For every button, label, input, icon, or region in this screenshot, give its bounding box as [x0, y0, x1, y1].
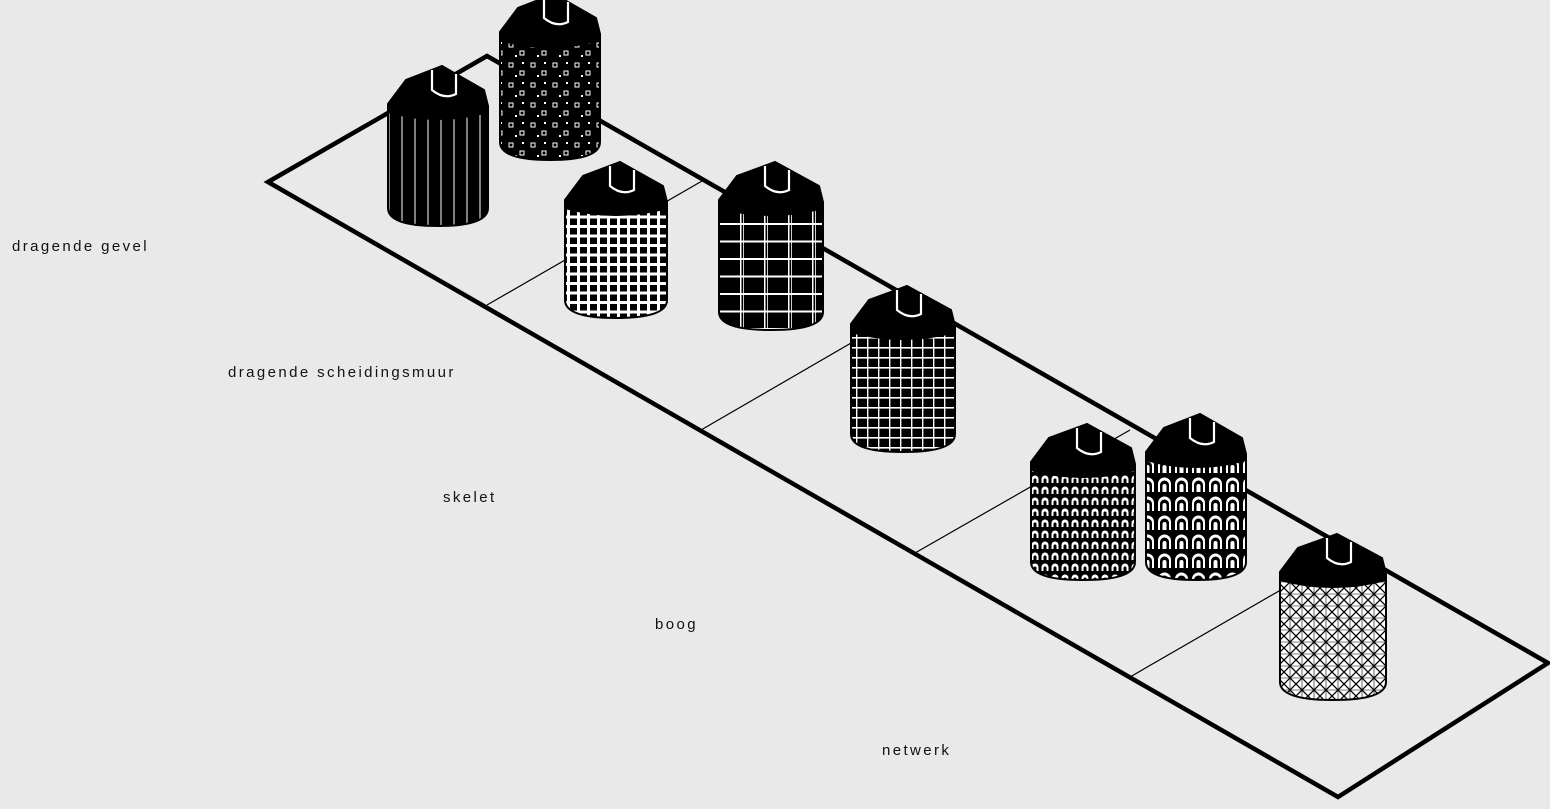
- building-roof: [499, 0, 601, 48]
- building-dragende-gevel-punched-windows: [499, 0, 601, 162]
- building-facade: [1279, 579, 1387, 702]
- label-dragende-scheidingsmuur: dragende scheidingsmuur: [228, 364, 456, 381]
- building-dragende-gevel-vertical-stripes: [387, 64, 489, 228]
- buildings: [387, 0, 1387, 702]
- building-roof-notch: [1325, 538, 1353, 566]
- label-dragende-gevel: dragende gevel: [12, 238, 150, 255]
- building-facade: [499, 39, 601, 162]
- building-roof-notch: [430, 70, 458, 98]
- building-roof: [1279, 532, 1387, 588]
- building-roof: [1030, 422, 1136, 478]
- building-facade: [1030, 469, 1136, 582]
- building-roof: [850, 284, 956, 340]
- label-skelet: skelet: [443, 489, 497, 506]
- building-facade: [1145, 459, 1247, 582]
- building-roof: [1145, 412, 1247, 468]
- building-skelet-grid: [850, 284, 956, 454]
- building-roof-notch: [895, 290, 923, 318]
- building-dragende-scheidingsmuur-coarse-grid: [718, 160, 824, 332]
- building-facade: [718, 207, 824, 332]
- building-roof: [387, 64, 489, 120]
- building-boog-small-arches: [1030, 422, 1136, 582]
- building-roof-notch: [1188, 418, 1216, 446]
- building-facade: [564, 207, 668, 320]
- building-roof-notch: [763, 166, 791, 194]
- building-dragende-scheidingsmuur-fine-grid: [564, 160, 668, 320]
- building-roof: [718, 160, 824, 216]
- label-netwerk: netwerk: [882, 742, 952, 759]
- building-roof-notch: [542, 0, 570, 26]
- building-facade: [387, 111, 489, 228]
- building-facade: [850, 331, 956, 454]
- building-boog-large-arches: [1145, 412, 1247, 582]
- building-roof: [564, 160, 668, 216]
- label-boog: boog: [655, 616, 698, 633]
- building-roof-notch: [1075, 428, 1103, 456]
- building-roof-notch: [608, 166, 636, 194]
- building-netwerk-diagrid: [1279, 532, 1387, 702]
